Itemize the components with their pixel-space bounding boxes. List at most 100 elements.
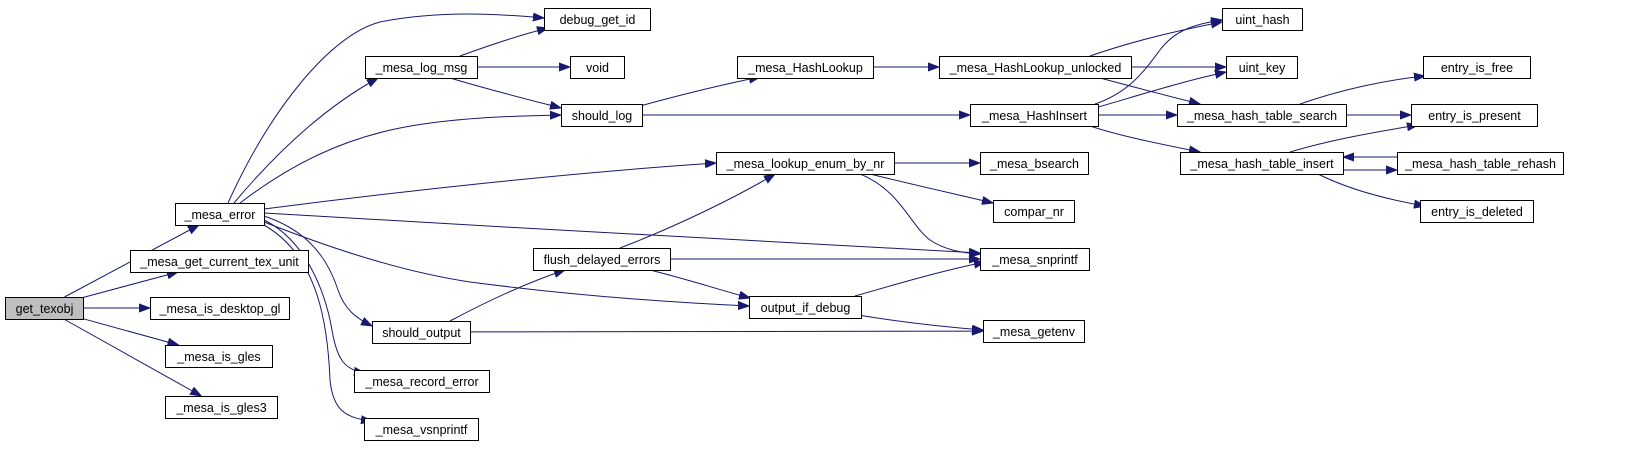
node-get_texobj[interactable]: get_texobj <box>5 297 84 320</box>
node-label: _mesa_get_current_tex_unit <box>139 255 299 269</box>
edge-_mesa_lookup_enum_by_nr-to-_mesa_snprintf <box>859 173 980 254</box>
node-box <box>130 250 309 273</box>
node-_mesa_hash_table_rehash[interactable]: _mesa_hash_table_rehash <box>1397 152 1564 175</box>
node-box <box>372 321 471 344</box>
node-_mesa_vsnprintf[interactable]: _mesa_vsnprintf <box>364 418 479 441</box>
node-uint_hash[interactable]: uint_hash <box>1222 8 1303 31</box>
edge-should_output-to-flush_delayed_errors <box>449 270 565 322</box>
node-label: _mesa_is_gles <box>176 350 260 364</box>
edge-should_log-to-_mesa_HashLookup <box>639 77 760 107</box>
node-box <box>150 297 290 320</box>
node-label: _mesa_snprintf <box>991 253 1078 267</box>
node-_mesa_lookup_enum_by_nr[interactable]: _mesa_lookup_enum_by_nr <box>716 152 895 175</box>
node-debug_get_id[interactable]: debug_get_id <box>544 8 651 31</box>
edge-_mesa_error-to-_mesa_log_msg <box>233 78 378 204</box>
edge-output_if_debug-to-_mesa_getenv <box>857 314 983 330</box>
edge-get_texobj-to-_mesa_get_current_tex_unit <box>82 272 178 298</box>
node-should_log[interactable]: should_log <box>561 104 643 127</box>
node-label: _mesa_record_error <box>364 375 478 389</box>
node-entry_is_deleted[interactable]: entry_is_deleted <box>1420 200 1534 223</box>
node-label: _mesa_hash_table_search <box>1186 109 1337 123</box>
node-box <box>570 56 625 79</box>
node-_mesa_error[interactable]: _mesa_error <box>175 203 265 226</box>
node-flush_delayed_errors[interactable]: flush_delayed_errors <box>533 248 671 271</box>
node-_mesa_is_desktop_gl[interactable]: _mesa_is_desktop_gl <box>150 297 290 320</box>
node-should_output[interactable]: should_output <box>372 321 471 344</box>
node-entry_is_free[interactable]: entry_is_free <box>1423 56 1531 79</box>
node-label: _mesa_error <box>184 208 256 222</box>
node-box <box>165 345 273 368</box>
node-label: compar_nr <box>1004 205 1064 219</box>
node-_mesa_record_error[interactable]: _mesa_record_error <box>354 370 490 393</box>
node-box <box>533 248 671 271</box>
node-box <box>1420 200 1534 223</box>
node-label: debug_get_id <box>560 13 636 27</box>
node-label: _mesa_is_gles3 <box>175 401 266 415</box>
node-box <box>749 296 862 319</box>
node-_mesa_snprintf[interactable]: _mesa_snprintf <box>980 248 1090 271</box>
node-uint_key[interactable]: uint_key <box>1226 56 1298 79</box>
node-label: _mesa_is_desktop_gl <box>159 302 281 316</box>
node-box <box>165 396 278 419</box>
edge-_mesa_hash_table_search-to-entry_is_free <box>1299 76 1425 105</box>
edge-_mesa_HashInsert-to-uint_key <box>1094 72 1226 109</box>
node-_mesa_is_gles3[interactable]: _mesa_is_gles3 <box>165 396 278 419</box>
node-label: flush_delayed_errors <box>544 253 661 267</box>
node-label: entry_is_free <box>1441 61 1513 75</box>
node-_mesa_bsearch[interactable]: _mesa_bsearch <box>980 152 1089 175</box>
node-box <box>993 200 1075 223</box>
node-entry_is_present[interactable]: entry_is_present <box>1411 104 1538 127</box>
node-box <box>983 320 1085 343</box>
node-label: should_log <box>572 109 633 123</box>
node-label: should_output <box>382 326 461 340</box>
node-_mesa_hash_table_insert[interactable]: _mesa_hash_table_insert <box>1180 152 1344 175</box>
edge-_mesa_error-to-_mesa_record_error <box>263 219 365 373</box>
node-void[interactable]: void <box>570 56 625 79</box>
node-box <box>980 152 1089 175</box>
node-box <box>1397 152 1564 175</box>
node-label: get_texobj <box>16 302 74 316</box>
node-_mesa_getenv[interactable]: _mesa_getenv <box>983 320 1085 343</box>
node-box <box>970 104 1099 127</box>
edge-should_output-to-_mesa_getenv <box>469 331 983 332</box>
edge-_mesa_error-to-debug_get_id <box>227 14 544 204</box>
node-box <box>5 297 84 320</box>
edge-_mesa_hash_table_insert-to-entry_is_deleted <box>1317 173 1425 206</box>
node-box <box>354 370 490 393</box>
edge-get_texobj-to-_mesa_is_gles3 <box>63 318 202 396</box>
node-label: _mesa_bsearch <box>989 157 1079 171</box>
node-output_if_debug[interactable]: output_if_debug <box>749 296 862 319</box>
edge-_mesa_HashInsert-to-uint_hash <box>1094 20 1222 105</box>
node-_mesa_HashLookup_unlocked[interactable]: _mesa_HashLookup_unlocked <box>939 56 1132 79</box>
node-label: _mesa_log_msg <box>375 61 468 75</box>
node-box <box>716 152 895 175</box>
edge-_mesa_HashLookup_unlocked-to-_mesa_hash_table_search <box>1099 77 1200 104</box>
edge-_mesa_log_msg-to-debug_get_id <box>459 28 548 57</box>
node-compar_nr[interactable]: compar_nr <box>993 200 1075 223</box>
node-label: uint_hash <box>1235 13 1289 27</box>
node-box <box>364 418 479 441</box>
node-label: uint_key <box>1239 61 1286 75</box>
node-_mesa_is_gles[interactable]: _mesa_is_gles <box>165 345 273 368</box>
edge-_mesa_error-to-_mesa_snprintf <box>263 212 980 253</box>
edge-_mesa_HashInsert-to-_mesa_hash_table_insert <box>1089 125 1200 152</box>
node-_mesa_hash_table_search[interactable]: _mesa_hash_table_search <box>1177 104 1347 127</box>
edge-_mesa_hash_table_insert-to-entry_is_present <box>1289 125 1418 153</box>
node-box <box>1411 104 1538 127</box>
node-_mesa_log_msg[interactable]: _mesa_log_msg <box>365 56 478 79</box>
node-label: entry_is_deleted <box>1431 205 1523 219</box>
node-_mesa_HashInsert[interactable]: _mesa_HashInsert <box>970 104 1099 127</box>
node-_mesa_get_current_tex_unit[interactable]: _mesa_get_current_tex_unit <box>130 250 309 273</box>
node-label: _mesa_vsnprintf <box>375 423 468 437</box>
node-label: _mesa_getenv <box>992 325 1076 339</box>
node-label: _mesa_HashLookup_unlocked <box>949 61 1122 75</box>
node-_mesa_HashLookup[interactable]: _mesa_HashLookup <box>737 56 874 79</box>
node-box <box>1222 8 1303 31</box>
node-box <box>980 248 1090 271</box>
edge-flush_delayed_errors-to-output_if_debug <box>649 269 750 298</box>
edge-flush_delayed_errors-to-_mesa_lookup_enum_by_nr <box>619 174 775 249</box>
edges-layer <box>63 14 1425 421</box>
node-box <box>1177 104 1347 127</box>
node-label: output_if_debug <box>761 301 851 315</box>
